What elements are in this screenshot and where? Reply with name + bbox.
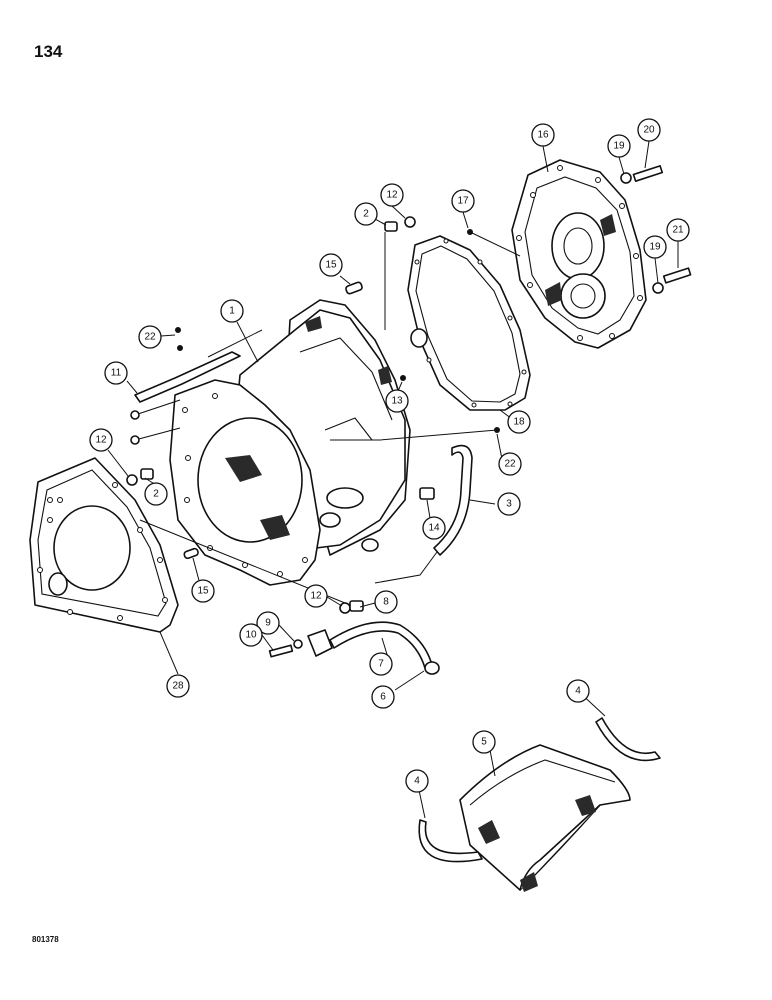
svg-text:3: 3	[506, 499, 512, 510]
callout-5: 5	[472, 730, 496, 754]
svg-text:11: 11	[111, 368, 122, 379]
svg-text:5: 5	[481, 737, 487, 748]
svg-text:6: 6	[380, 692, 386, 703]
svg-text:12: 12	[386, 190, 398, 201]
callout-11: 11	[104, 361, 128, 385]
callout-3: 3	[497, 492, 521, 516]
svg-text:22: 22	[504, 459, 516, 470]
svg-text:7: 7	[378, 659, 384, 670]
callout-22: 22	[498, 452, 522, 476]
svg-text:20: 20	[643, 125, 655, 136]
callout-17: 17	[451, 189, 475, 213]
svg-text:19: 19	[649, 242, 661, 253]
callout-16: 16	[531, 123, 555, 147]
bearing-assembly	[418, 717, 661, 892]
svg-text:17: 17	[457, 196, 469, 207]
callout-6: 6	[371, 685, 395, 709]
callout-18: 18	[507, 410, 531, 434]
small-parts	[126, 165, 692, 675]
callout-12: 12	[304, 584, 328, 608]
svg-text:14: 14	[428, 523, 440, 534]
callout-15: 15	[319, 253, 343, 277]
svg-text:4: 4	[575, 686, 581, 697]
svg-text:19: 19	[613, 141, 625, 152]
callout-12: 12	[380, 183, 404, 207]
svg-text:12: 12	[95, 435, 107, 446]
callout-4: 4	[405, 769, 429, 793]
svg-text:21: 21	[672, 225, 684, 236]
callout-12: 12	[89, 428, 113, 452]
callout-2: 2	[354, 202, 378, 226]
callout-4: 4	[566, 679, 590, 703]
svg-text:2: 2	[363, 209, 369, 220]
svg-text:2: 2	[153, 489, 159, 500]
callout-15: 15	[191, 579, 215, 603]
svg-text:10: 10	[245, 630, 257, 641]
callout-19: 19	[607, 134, 631, 158]
svg-text:16: 16	[537, 130, 549, 141]
svg-text:4: 4	[414, 776, 420, 787]
callout-22: 22	[138, 325, 162, 349]
callout-2: 2	[144, 482, 168, 506]
callout-28: 28	[166, 674, 190, 698]
main-housing	[169, 299, 411, 586]
svg-text:22: 22	[144, 332, 156, 343]
svg-text:13: 13	[391, 396, 403, 407]
reference-code: 801378	[32, 935, 59, 944]
callout-7: 7	[369, 652, 393, 676]
svg-text:1: 1	[229, 306, 235, 317]
callout-20: 20	[637, 118, 661, 142]
svg-text:8: 8	[383, 597, 389, 608]
svg-text:12: 12	[310, 591, 322, 602]
rear-gasket	[407, 235, 531, 411]
callout-1: 1	[220, 299, 244, 323]
callout-19: 19	[643, 235, 667, 259]
page-number: 134	[34, 42, 63, 61]
svg-text:15: 15	[325, 260, 337, 271]
cover-plate	[511, 159, 647, 349]
svg-text:18: 18	[513, 417, 525, 428]
svg-text:9: 9	[265, 618, 271, 629]
callout-21: 21	[666, 218, 690, 242]
svg-text:28: 28	[172, 681, 184, 692]
callout-10: 10	[239, 623, 263, 647]
callout-13: 13	[385, 389, 409, 413]
front-gasket	[29, 457, 179, 633]
svg-text:15: 15	[197, 586, 209, 597]
callout-8: 8	[374, 590, 398, 614]
callout-14: 14	[422, 516, 446, 540]
callout-9: 9	[256, 611, 280, 635]
